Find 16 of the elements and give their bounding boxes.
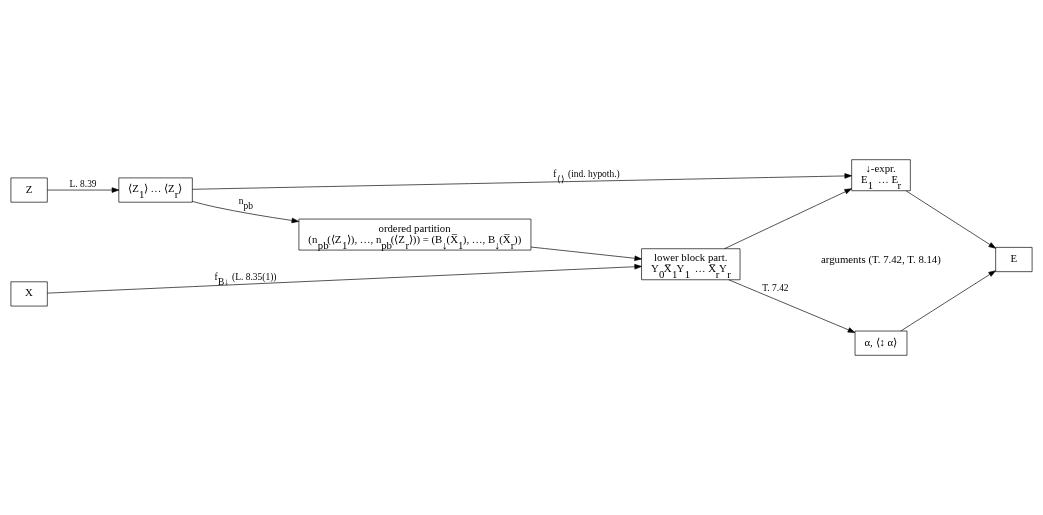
edge-label: L. 8.39 [69, 179, 97, 190]
node-box: α, ⟨↕ α⟩ [854, 330, 908, 356]
arrow [47, 187, 120, 193]
arrow [905, 190, 996, 249]
edge-label: T. 7.42 [762, 283, 789, 294]
arrow [47, 264, 642, 294]
arrow [728, 279, 856, 333]
node-box: Z [10, 177, 48, 203]
arrow [724, 188, 852, 249]
node-box: E [995, 247, 1033, 272]
arrow [192, 201, 300, 224]
arrow [530, 246, 642, 261]
arrow [900, 270, 996, 332]
label: arguments (T. 7.42, T. 8.14) [820, 253, 941, 266]
node-box: X [10, 281, 48, 307]
arrow [192, 173, 852, 190]
